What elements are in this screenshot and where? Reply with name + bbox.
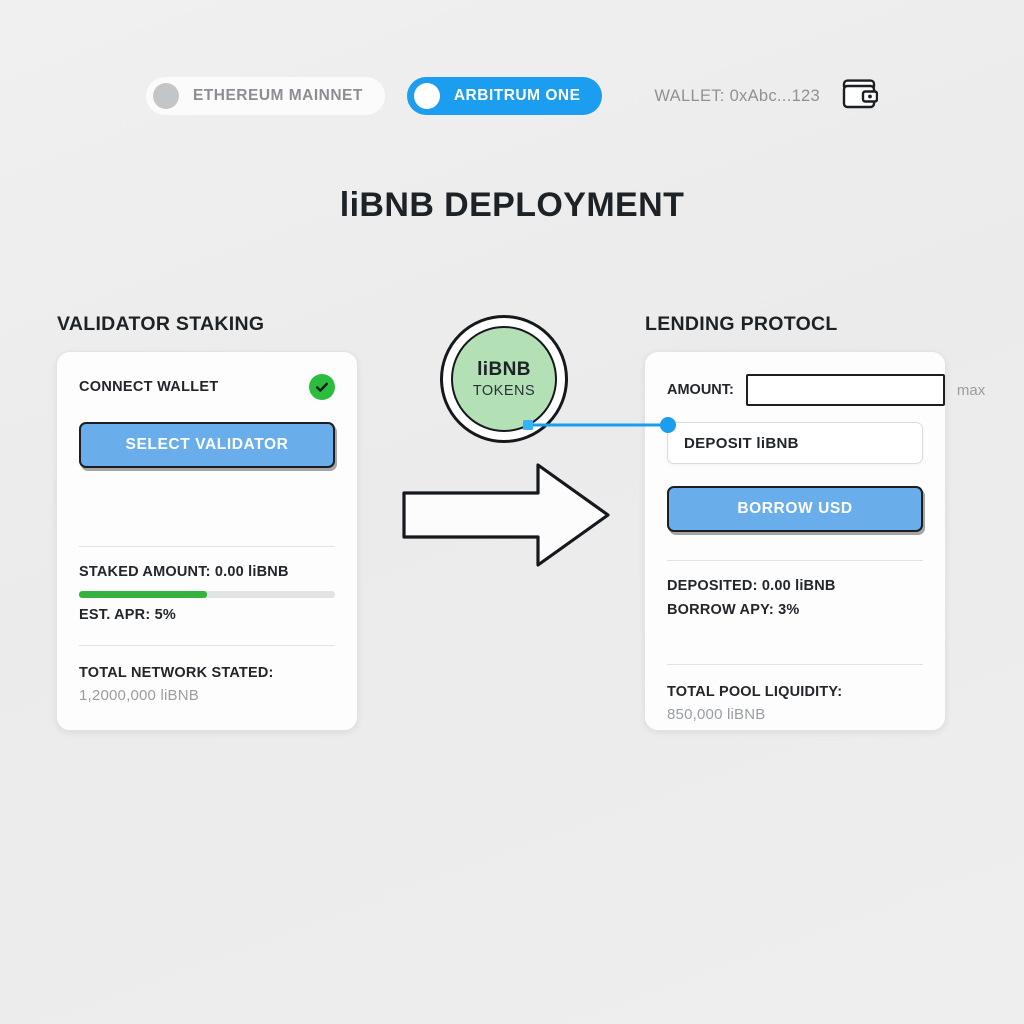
toggle-knob-icon	[413, 83, 440, 109]
wallet-status[interactable]: WALLET: 0xAbc...123	[654, 77, 879, 116]
total-pool-liquidity-value: 850,000 liBNB	[667, 706, 766, 723]
borrow-apy-label: BORROW APY: 3%	[667, 602, 800, 618]
staking-progress-fill	[79, 591, 207, 598]
est-apr-label: EST. APR: 5%	[79, 607, 176, 623]
check-circle-icon	[309, 374, 335, 400]
page-title: liBNB DEPLOYMENT	[339, 186, 685, 224]
toggle-knob-icon	[152, 83, 179, 109]
wallet-icon[interactable]	[840, 77, 879, 116]
network-label-arbitrum: ARBITRUM ONE	[453, 87, 581, 104]
validator-staking-card: CONNECT WALLET SELECT VALIDATOR STAKED A…	[56, 351, 358, 731]
select-validator-button[interactable]: SELECT VALIDATOR	[79, 422, 335, 468]
libnb-token-node: liBNB TOKENS	[440, 315, 568, 443]
amount-input[interactable]	[745, 374, 945, 406]
max-button[interactable]: max	[956, 381, 986, 399]
borrow-usd-button[interactable]: BORROW USD	[667, 486, 923, 532]
flow-arrow-icon	[400, 460, 612, 570]
deposited-label: DEPOSITED: 0.00 liBNB	[667, 578, 836, 594]
total-network-staked-value: 1,2000,000 liBNB	[79, 687, 199, 704]
connect-wallet-row[interactable]: CONNECT WALLET	[79, 374, 335, 400]
divider	[79, 546, 335, 547]
token-symbol-label: liBNB	[477, 359, 531, 380]
token-to-deposit-connector	[520, 405, 680, 445]
connect-wallet-label: CONNECT WALLET	[79, 379, 219, 395]
section-header-validator-staking: VALIDATOR STAKING	[57, 313, 265, 335]
deposit-libnb-field[interactable]: DEPOSIT liBNB	[667, 422, 923, 464]
token-core: liBNB TOKENS	[451, 326, 557, 432]
total-network-staked-label: TOTAL NETWORK STATED:	[79, 665, 274, 681]
network-toggle-arbitrum-one[interactable]: ARBITRUM ONE	[406, 77, 603, 115]
section-header-lending-protocol: LENDING PROTOCL	[645, 313, 838, 335]
network-toolbar: ETHEREUM MAINNET ARBITRUM ONE WALLET: 0x…	[0, 68, 1024, 124]
amount-label: AMOUNT:	[667, 382, 734, 398]
staking-progress-bar	[79, 591, 335, 598]
divider	[667, 560, 923, 561]
token-caption-label: TOKENS	[472, 383, 536, 399]
wallet-address-label: WALLET: 0xAbc...123	[654, 86, 821, 105]
divider	[79, 645, 335, 646]
amount-row: AMOUNT: max	[667, 374, 985, 406]
network-toggle-ethereum-mainnet[interactable]: ETHEREUM MAINNET	[145, 77, 385, 115]
network-label-ethereum: ETHEREUM MAINNET	[192, 87, 363, 104]
divider	[667, 664, 923, 665]
total-pool-liquidity-label: TOTAL POOL LIQUIDITY:	[667, 684, 843, 700]
staked-amount-label: STAKED AMOUNT: 0.00 liBNB	[79, 564, 289, 580]
lending-protocol-card: AMOUNT: max DEPOSIT liBNB BORROW USD DEP…	[644, 351, 985, 731]
